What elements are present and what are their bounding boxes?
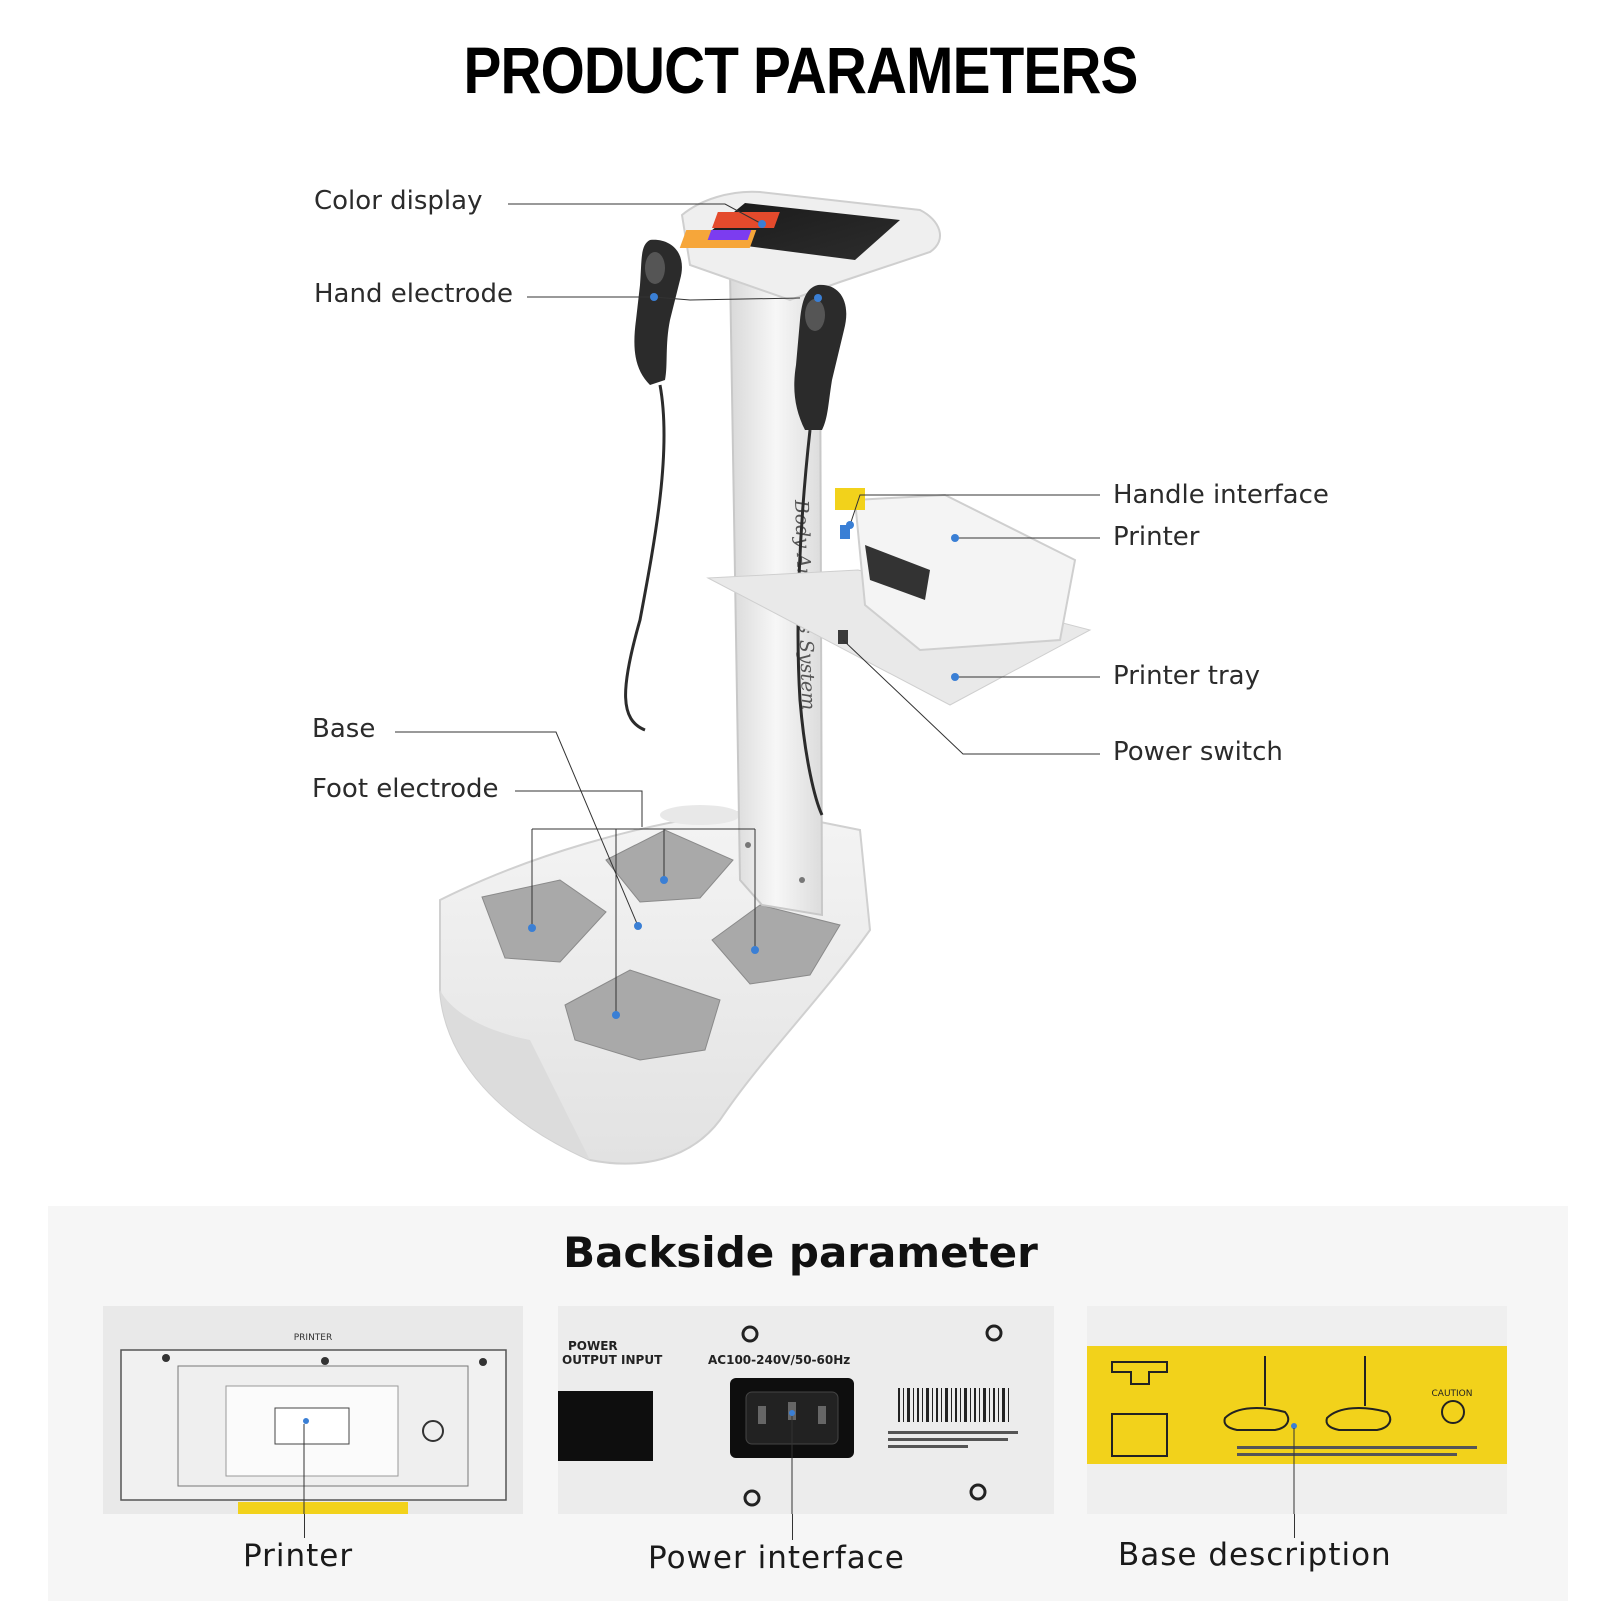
callout-base: Base [312, 714, 376, 744]
foot-electrodes [481, 829, 841, 1061]
io-label: OUTPUT INPUT [562, 1353, 663, 1367]
voltage-spec: AC100-240V/50-60Hz [708, 1353, 850, 1367]
page-title: PRODUCT PARAMETERS [463, 33, 1138, 107]
backside-title: Backside parameter [563, 1228, 1038, 1277]
display-housing [679, 190, 941, 302]
power-label: POWER [568, 1339, 618, 1353]
dot-printer [951, 534, 959, 542]
foot-electrode-pad [481, 879, 607, 963]
dot-color-display [758, 220, 766, 228]
dot-hand-electrode-left [650, 293, 658, 301]
printer-panel-label: PRINTER [294, 1333, 333, 1343]
dot-foot-electrode [612, 1011, 620, 1019]
printer-tray [706, 569, 1092, 706]
caution-label: CAUTION [1432, 1389, 1473, 1399]
caption-printer: Printer [243, 1538, 354, 1574]
hand-electrode-left [634, 239, 682, 385]
printer-back-photo: PRINTER [103, 1306, 523, 1514]
callout-color-display: Color display [314, 186, 483, 216]
dot-foot-electrode [660, 876, 668, 884]
dot-printer-tray [951, 673, 959, 681]
caption-power-interface: Power interface [648, 1540, 905, 1576]
callout-hand-electrode: Hand electrode [314, 279, 513, 309]
caption-base-description: Base description [1118, 1537, 1392, 1573]
callout-handle-interface: Handle interface [1113, 480, 1329, 510]
dot-handle-interface [846, 521, 854, 529]
dot-foot-electrode [751, 946, 759, 954]
caption-power-leader [792, 1514, 793, 1540]
foot-electrode-pad [711, 904, 841, 985]
power-interface-photo: POWER OUTPUT INPUT AC100-240V/50-60Hz [558, 1306, 1054, 1514]
callout-power-switch: Power switch [1113, 737, 1283, 767]
leader-lines [395, 203, 1100, 1015]
dot-hand-electrode-right [814, 294, 822, 302]
callout-printer-tray: Printer tray [1113, 661, 1260, 691]
callout-foot-electrode: Foot electrode [312, 774, 499, 804]
dot-base [634, 922, 642, 930]
device-diagram: Body Analysis System [395, 190, 1100, 1165]
base-description-photo: CAUTION [1087, 1306, 1507, 1514]
foot-electrode-pad [605, 829, 734, 903]
hand-electrodes [624, 239, 847, 816]
barcode [898, 1388, 1009, 1422]
callout-dots [528, 220, 959, 1019]
caption-printer-leader [304, 1514, 305, 1538]
foot-electrode-pad [564, 969, 721, 1061]
caption-base-leader [1294, 1514, 1295, 1538]
dot-foot-electrode [528, 924, 536, 932]
callout-printer: Printer [1113, 522, 1200, 552]
